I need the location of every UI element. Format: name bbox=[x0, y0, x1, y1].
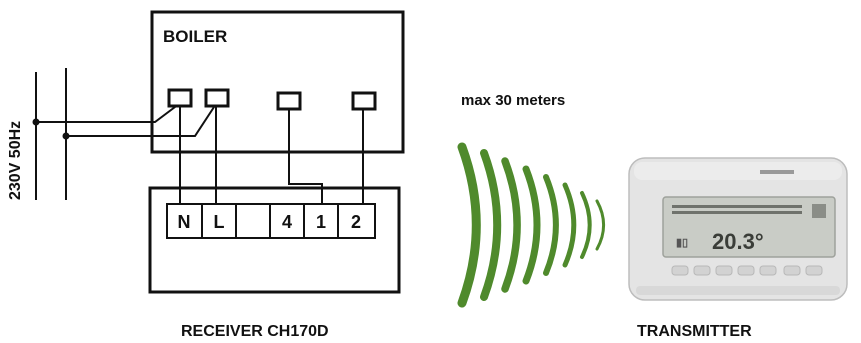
signal-wave-arc bbox=[457, 142, 481, 308]
signal-wave-arc bbox=[522, 165, 541, 285]
transmitter-top-bezel bbox=[634, 162, 842, 180]
receiver-box bbox=[148, 186, 401, 294]
boiler-label: BOILER bbox=[163, 27, 227, 46]
signal-wave-arc bbox=[480, 149, 502, 301]
boiler-terminal bbox=[167, 88, 193, 108]
signal-wave-arc bbox=[501, 157, 521, 293]
terminal-label: L bbox=[214, 212, 225, 232]
boiler-box bbox=[150, 10, 405, 154]
signal-waves-icon bbox=[457, 142, 606, 308]
signal-wave-arc bbox=[580, 191, 592, 259]
receiver-terminals: N L 4 1 2 bbox=[178, 204, 361, 238]
boiler-terminal bbox=[204, 88, 230, 108]
terminal-label: 2 bbox=[351, 212, 361, 232]
wire-live-to-boiler bbox=[66, 103, 217, 137]
transmitter-temperature: 20.3° bbox=[712, 229, 764, 254]
wire-boiler-to-terminal-1 bbox=[288, 106, 323, 204]
transmitter-bottom-edge bbox=[636, 286, 840, 295]
signal-wave-arc bbox=[543, 174, 559, 276]
terminal-label: 4 bbox=[282, 212, 292, 232]
screen-segment-bars bbox=[672, 204, 826, 218]
screen-day-segments: ▮▯ bbox=[676, 237, 688, 249]
transmitter-logo bbox=[760, 170, 794, 174]
transmitter-label: TRANSMITTER bbox=[637, 323, 752, 340]
wire-neutral-to-boiler bbox=[36, 103, 180, 123]
boiler-terminal bbox=[276, 91, 302, 111]
transmitter-device: ▮▯ 20.3° bbox=[628, 157, 848, 301]
range-label: max 30 meters bbox=[461, 92, 565, 109]
terminal-label: N bbox=[178, 212, 191, 232]
terminal-label: 1 bbox=[316, 212, 326, 232]
supply-label: 230V 50Hz bbox=[7, 121, 24, 200]
transmitter-buttons bbox=[671, 265, 823, 276]
receiver-label: RECEIVER CH170D bbox=[181, 323, 329, 340]
signal-wave-arc bbox=[562, 182, 577, 268]
boiler-terminal bbox=[351, 91, 377, 111]
signal-wave-arc bbox=[595, 199, 606, 251]
